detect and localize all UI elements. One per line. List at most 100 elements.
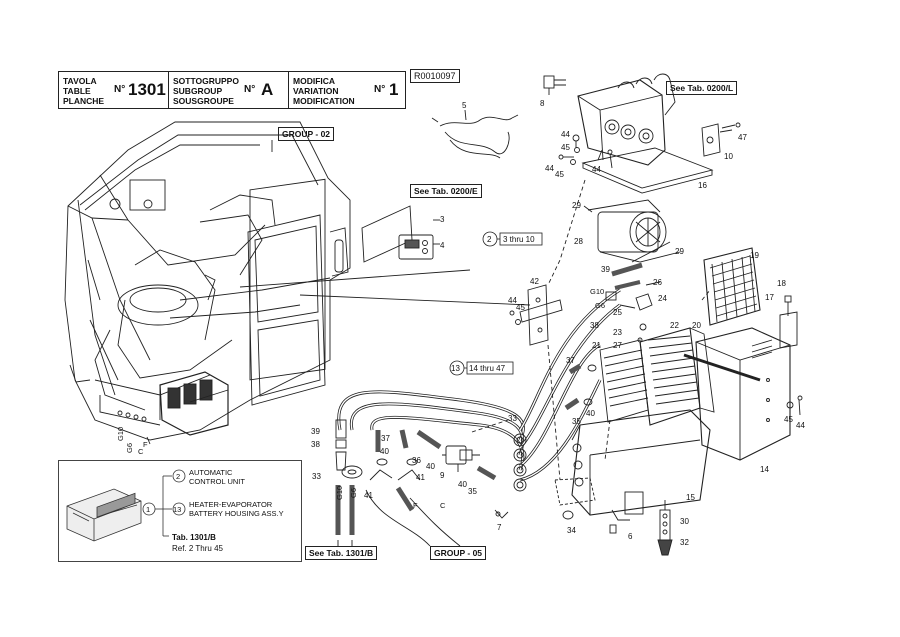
label-29b: 29 [675,247,684,256]
table-label-en: TABLE [63,86,91,96]
label-g6-top: G6 [595,301,605,310]
label-44d: 44 [508,296,517,305]
label-45d: 45 [784,415,793,424]
modification-no-prefix: N° [374,84,386,95]
inset-item2-line1: AUTOMATIC [189,468,233,477]
label-33b: 33 [312,472,321,481]
ref-group-05[interactable]: GROUP - 05 [430,546,487,560]
label-41b: 41 [416,473,425,482]
subgroup-value: A [261,80,274,99]
label-20: 20 [692,321,701,330]
table-cell: TAVOLA TABLE PLANCHE N° 1301 [59,72,169,108]
ref-see-0200-e[interactable]: See Tab. 0200/E [410,184,482,198]
part-labels: 3 4 5 6 7 8 9 10 14 15 16 17 18 19 20 21… [116,99,805,547]
range-2-number: 2 [487,235,492,244]
table-number: 1301 [128,80,166,99]
label-g6-tube: G6 [349,488,358,498]
label-6: 6 [628,532,633,541]
label-5: 5 [462,101,467,110]
label-42: 42 [530,277,539,286]
label-23: 23 [613,328,622,337]
range-13-text: 14 thru 47 [469,364,506,373]
label-g6-cab: G6 [125,443,134,453]
modification-label-it: MODIFICA [293,76,336,86]
label-22: 22 [670,321,679,330]
label-35a: 35 [572,417,581,426]
label-45b: 45 [555,170,564,179]
battery-housing-illustration: 1 2 13 [66,469,186,542]
modification-value: 1 [389,80,399,99]
label-c-cab: C [138,447,144,456]
label-33a: 33 [508,414,517,423]
label-36: 36 [412,456,421,465]
drawing-code: R0010097 [410,69,460,83]
label-44e: 44 [796,421,805,430]
label-34: 34 [567,526,576,535]
cab-illustration [64,121,351,441]
label-g10-cab: G10 [116,427,125,441]
label-4: 4 [440,241,445,250]
label-38a: 38 [311,440,320,449]
label-39a: 39 [311,427,320,436]
subgroup-label-en: SUBGROUP [173,86,223,96]
ref-see-1301-b[interactable]: See Tab. 1301/B [305,546,378,560]
ref-see-0200-l[interactable]: See Tab. 0200/L [666,81,738,95]
label-14: 14 [760,465,769,474]
inset-legend: 1 2 13 AUTOMATIC CONTROL UNIT HEATER-EVA… [58,460,302,562]
label-44a: 44 [561,130,570,139]
modification-cell: MODIFICA VARIATION MODIFICATION N° 1 [289,72,407,108]
label-3: 3 [440,215,445,224]
range-13-number: 13 [451,364,460,373]
range-2-text: 3 thru 10 [503,235,535,244]
inset-item2-line2: CONTROL UNIT [189,477,245,486]
subgroup-no-prefix: N° [244,84,256,95]
label-9: 9 [440,471,445,480]
label-19: 19 [750,251,759,260]
label-26: 26 [653,278,662,287]
subgroup-label-fr: SOUSGROUPE [173,96,234,106]
label-18: 18 [777,279,786,288]
table-label-it: TAVOLA [63,76,97,86]
label-8: 8 [540,99,545,108]
label-21: 21 [592,341,601,350]
label-40a: 40 [380,447,389,456]
label-f-tube: F [413,501,418,510]
label-25: 25 [613,308,622,317]
modification-label-fr: MODIFICATION [293,96,355,106]
label-38b: 38 [590,321,599,330]
label-32: 32 [680,538,689,547]
title-block: TAVOLA TABLE PLANCHE N° 1301 SOTTOGRUPPO… [58,71,406,109]
label-c-tube: C [440,501,446,510]
label-45a: 45 [561,143,570,152]
label-40b: 40 [426,462,435,471]
label-15: 15 [686,493,695,502]
label-35b: 35 [468,487,477,496]
label-g10-tube: G10 [335,486,344,500]
label-45c: 45 [516,303,525,312]
label-7: 7 [497,523,502,532]
label-16: 16 [698,181,707,190]
inset-item13-line2: BATTERY HOUSING ASS.Y [189,509,284,518]
label-41a: 41 [364,491,373,500]
label-39b: 39 [601,265,610,274]
subgroup-label-it: SOTTOGRUPPO [173,76,239,86]
table-no-prefix: N° [114,84,126,95]
label-37b: 37 [566,356,575,365]
label-24: 24 [658,294,667,303]
label-30: 30 [680,517,689,526]
inset-item13-num: 13 [173,505,181,514]
label-17: 17 [765,293,774,302]
label-40d: 40 [586,409,595,418]
label-47: 47 [738,133,747,142]
table-label-fr: PLANCHE [63,96,105,106]
label-44b: 44 [545,164,554,173]
inset-item2-num: 2 [176,472,180,481]
modification-label-en: VARIATION [293,86,339,96]
label-40c: 40 [458,480,467,489]
label-29a: 29 [572,201,581,210]
subgroup-cell: SOTTOGRUPPO SUBGROUP SOUSGROUPE N° A [169,72,289,108]
label-g10-top: G10 [590,287,604,296]
inset-ref-range: Ref. 2 Thru 45 [172,544,223,553]
inset-tab-ref[interactable]: Tab. 1301/B [172,533,216,542]
